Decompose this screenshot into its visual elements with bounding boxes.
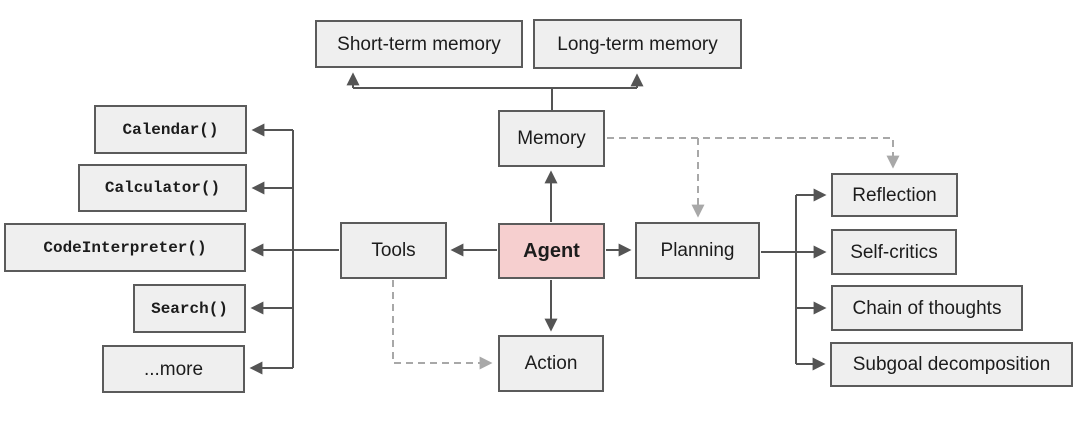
- node-action: Action: [498, 335, 604, 392]
- node-planning: Planning: [635, 222, 760, 279]
- node-calculator: Calculator(): [78, 164, 247, 212]
- node-subgoal-decomposition: Subgoal decomposition: [830, 342, 1073, 387]
- node-more: ...more: [102, 345, 245, 393]
- node-short-term-memory: Short-term memory: [315, 20, 523, 68]
- node-code-interpreter: CodeInterpreter(): [4, 223, 246, 272]
- edge-memory-reflection-dashed: [607, 137, 900, 169]
- node-agent: Agent: [498, 223, 605, 279]
- edge-tools-action-dashed: [392, 280, 493, 370]
- node-tools: Tools: [340, 222, 447, 279]
- node-memory: Memory: [498, 110, 605, 167]
- node-self-critics: Self-critics: [831, 229, 957, 275]
- node-reflection: Reflection: [831, 173, 958, 217]
- node-chain-of-thoughts: Chain of thoughts: [831, 285, 1023, 331]
- node-calendar: Calendar(): [94, 105, 247, 154]
- node-search: Search(): [133, 284, 246, 333]
- node-long-term-memory: Long-term memory: [533, 19, 742, 69]
